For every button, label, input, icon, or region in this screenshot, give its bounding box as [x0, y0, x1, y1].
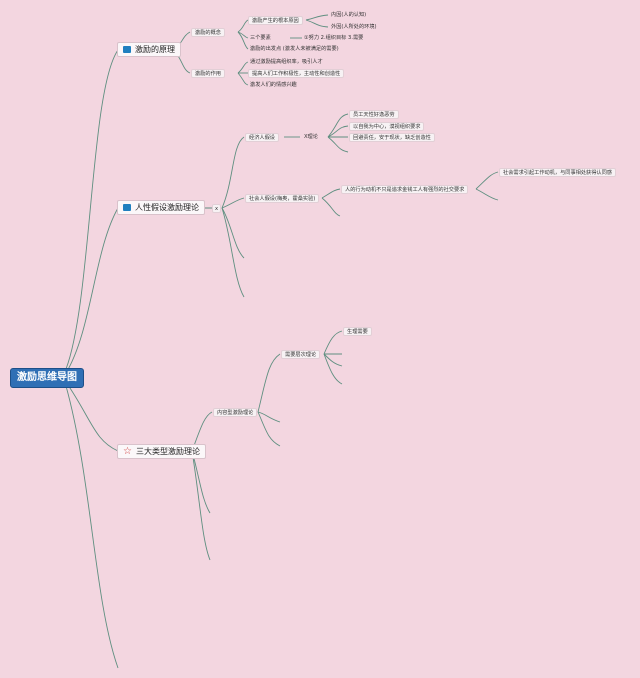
node-label: 经济人假设 [249, 135, 275, 141]
node-label: 生理需要 [347, 329, 368, 335]
node-label: 通过激励提高组织率，吸引人才 [250, 59, 323, 65]
node-theory-x-item-1[interactable]: 员工天性好逸恶劳 [349, 110, 399, 119]
connector-social-empty [321, 197, 341, 217]
node-functions[interactable]: 激励的作用 [191, 69, 225, 78]
node-label: 社会需求引起工作动机，与同事相处获得认同感 [503, 170, 612, 176]
node-label: ①努力 2.组织目标 3.需要 [304, 35, 364, 41]
connector-theory-empty [327, 136, 349, 153]
node-label: 激励产生的根本原因 [252, 18, 299, 24]
connector-theory-2 [327, 125, 349, 138]
node-label: 社会人假设(梅奥，霍桑实验) [249, 196, 316, 202]
branch-label: 三大类型激励理论 [135, 447, 200, 456]
node-label: 人的行为动机不只是追求金钱工人有强烈的社交要求 [345, 187, 465, 193]
connector-content-empty1 [257, 411, 281, 423]
node-hierarchy-theory[interactable]: 需要层次理论 [281, 350, 321, 359]
connector-concept-elements [237, 31, 249, 39]
branch-label: 激励的原理 [135, 45, 175, 54]
connector-motive-need [475, 171, 499, 190]
node-label: 激发人们的情感兴趣 [250, 82, 297, 88]
node-concept[interactable]: 激励的概念 [191, 28, 225, 37]
connector-functions-3 [237, 72, 249, 86]
connector-hub-social [221, 197, 245, 209]
node-label: 激励的出发点 (激发人未被满足的需要) [250, 46, 339, 52]
node-label: 以自我为中心，漠视组织要求 [353, 124, 421, 130]
node-label: 回避责任，安于现状，缺乏创造性 [353, 135, 431, 141]
node-label: 激励的概念 [195, 30, 221, 36]
node-three-elements[interactable]: 三个要素 [249, 34, 272, 43]
star-icon: ☆ [123, 445, 132, 457]
connector-content-empty2 [257, 411, 281, 447]
connector-b3-empty2 [191, 450, 211, 561]
connector-reason-inner [305, 14, 329, 21]
node-label: 三个要素 [250, 35, 271, 41]
node-theory-x[interactable]: X理论 [303, 133, 319, 142]
flag-icon [123, 204, 131, 211]
connector-hub-empty1 [221, 207, 245, 259]
node-label: 提高人们工作积极性，主动性和创造性 [252, 71, 341, 77]
node-social-need[interactable]: 社会需求引起工作动机，与同事相处获得认同感 [499, 168, 616, 177]
node-elements-detail[interactable]: ①努力 2.组织目标 3.需要 [303, 34, 364, 43]
node-inner-cause[interactable]: 内因(人的认知) [330, 11, 367, 20]
root-title: 激励思维导图 [17, 372, 77, 383]
connector-root-empty [65, 385, 119, 669]
node-social-man[interactable]: 社会人假设(梅奥，霍桑实验) [245, 194, 320, 203]
node-social-motive[interactable]: 人的行为动机不只是追求金钱工人有强烈的社交要求 [341, 185, 469, 194]
node-economic-man[interactable]: 经济人假设 [245, 133, 279, 142]
node-content-theory[interactable]: 内容型激励理论 [213, 408, 258, 417]
connector-root-b2 [65, 207, 119, 374]
connector-hub-economic [221, 136, 245, 209]
connector-social-motive [321, 188, 341, 199]
node-root-cause[interactable]: 激励产生的根本原因 [248, 16, 303, 25]
branch-label: 人性假设激励理论 [135, 203, 199, 212]
connector-hub-empty2 [221, 207, 245, 298]
node-theory-x-item-3[interactable]: 回避责任，安于现状，缺乏创造性 [349, 133, 435, 142]
connector-content-hierarchy [257, 353, 281, 413]
root-node[interactable]: 激励思维导图 [10, 368, 84, 388]
node-theory-x-item-2[interactable]: 以自我为中心，漠视组织要求 [349, 122, 425, 131]
connector-concept-start [237, 31, 249, 50]
node-function-2[interactable]: 提高人们工作积极性，主动性和创造性 [248, 69, 345, 78]
connector-hierarchy-empty2 [323, 353, 343, 367]
node-hub[interactable]: x [212, 204, 222, 213]
connector-theory-1 [327, 113, 349, 138]
connector-root-b3 [65, 381, 119, 452]
node-label: 内因(人的认知) [331, 12, 367, 18]
connector-root-b1 [65, 49, 119, 370]
branch-three-types-theory[interactable]: ☆ 三大类型激励理论 [117, 444, 206, 459]
connector-concept-reason [237, 19, 249, 33]
connector-reason-outer [305, 19, 329, 28]
node-label: x [215, 206, 219, 212]
connector-hierarchy-empty3 [323, 353, 343, 385]
node-starting-point[interactable]: 激励的出发点 (激发人未被满足的需要) [249, 45, 340, 54]
branch-motivation-principle[interactable]: 激励的原理 [117, 42, 181, 57]
node-label: 内容型激励理论 [217, 410, 254, 416]
connector-hierarchy-physio [323, 330, 343, 355]
node-label: 激励的作用 [195, 71, 221, 77]
node-outer-cause[interactable]: 外因(人所处的环境) [330, 23, 378, 32]
node-physiological-needs[interactable]: 生理需要 [343, 327, 372, 336]
connector-motive-empty [475, 188, 499, 201]
node-function-3[interactable]: 激发人们的情感兴趣 [249, 81, 298, 90]
node-label: 需要层次理论 [285, 352, 317, 358]
node-label: X理论 [304, 134, 318, 140]
node-label: 员工天性好逸恶劳 [353, 112, 395, 118]
flag-icon [123, 46, 131, 53]
connector-b3-empty1 [191, 450, 211, 514]
branch-human-nature-theory[interactable]: 人性假设激励理论 [117, 200, 205, 215]
node-label: 外因(人所处的环境) [331, 24, 377, 30]
connector-functions-1 [237, 61, 249, 74]
node-function-1[interactable]: 通过激励提高组织率，吸引人才 [249, 58, 324, 67]
